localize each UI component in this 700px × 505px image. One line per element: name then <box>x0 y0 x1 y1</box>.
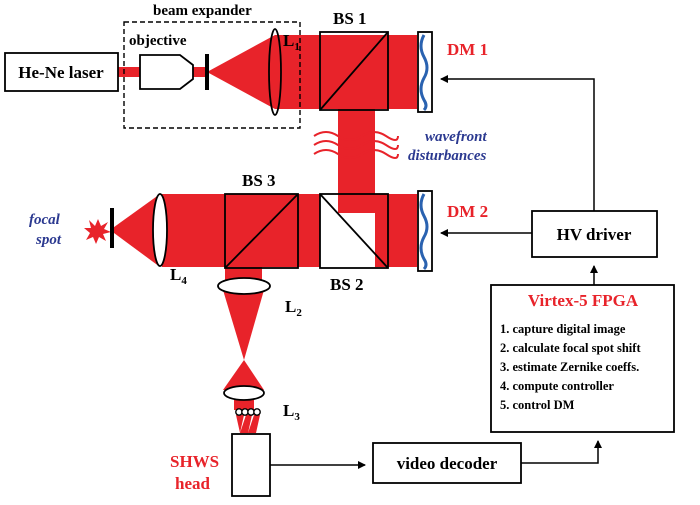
pinhole <box>205 54 209 90</box>
fpga-step-2: 2. calculate focal spot shift <box>500 341 641 355</box>
beam-splitter-2 <box>319 193 389 269</box>
beam-bs3-down <box>225 267 262 280</box>
beam-expander-label: beam expander <box>153 3 252 19</box>
dm2-label: DM 2 <box>447 202 488 221</box>
lenslet-spots <box>236 415 260 433</box>
beam-splitter-1 <box>319 31 389 111</box>
fpga-step-5: 5. control DM <box>500 398 575 412</box>
he-ne-laser-label: He-Ne laser <box>18 63 104 82</box>
beam-vertical-bs1-bs2 <box>338 109 375 213</box>
beam-focal-spot-burst <box>84 219 111 244</box>
beam-bs3-to-bs2 <box>162 194 320 267</box>
signal-connections <box>270 75 602 469</box>
lens-l2 <box>217 277 271 295</box>
beam-splitter-2-diagonal <box>319 193 389 269</box>
video-decoder-box <box>372 442 522 484</box>
shws-label-1: SHWS <box>170 452 219 471</box>
shws-label-2: head <box>175 474 211 493</box>
lenslet-array <box>235 408 261 416</box>
beam-objective-to-pinhole <box>193 67 206 77</box>
wavefront-disturbances-label-2: disturbances <box>408 148 487 164</box>
lens-l4 <box>152 193 168 267</box>
objective-label: objective <box>129 33 187 49</box>
arrow-decoder-to-fpga <box>521 440 602 464</box>
focal-plane-stop <box>110 208 114 248</box>
beam-splitter-2-label: BS 2 <box>330 275 364 294</box>
fpga-step-4: 4. compute controller <box>500 379 614 393</box>
lens-l1-label: L1 <box>283 31 300 53</box>
objective-body <box>139 54 194 90</box>
video-decoder-label: video decoder <box>397 454 498 473</box>
fpga-step-1: 1. capture digital image <box>500 322 626 336</box>
disturbance-waves <box>313 131 399 159</box>
beam-splitter-1-label: BS 1 <box>333 9 367 28</box>
lens-l4-label: L4 <box>170 265 187 287</box>
dm1-label: DM 1 <box>447 40 488 59</box>
beam-laser-to-objective <box>118 67 140 77</box>
beam-l3-diverging <box>223 360 264 390</box>
beam-splitter-3-label: BS 3 <box>242 171 276 190</box>
beam-l2-converging <box>223 290 264 360</box>
lens-l1 <box>268 28 282 116</box>
beam-expanding-cone <box>207 35 275 109</box>
beam-l3-to-lenslets <box>234 398 254 410</box>
lens-l3 <box>223 385 265 401</box>
he-ne-laser-box <box>4 52 119 92</box>
beam-splitter-3-diagonal <box>224 193 299 269</box>
fpga-box <box>490 284 675 433</box>
beam-l1-to-dm1 <box>275 35 417 109</box>
wavefront-disturbances-label-1: wavefront <box>425 129 487 145</box>
beam-splitter-1-diagonal <box>319 31 389 111</box>
fpga-step-3: 3. estimate Zernike coeffs. <box>500 360 639 374</box>
beam-focal-cone <box>110 194 160 267</box>
lens-l3-label: L3 <box>283 401 300 423</box>
hv-driver-label: HV driver <box>557 225 632 244</box>
focal-spot-label-2: spot <box>35 232 62 248</box>
beam-splitter-3 <box>224 193 299 269</box>
laser-beams <box>84 35 417 433</box>
focal-spot-label-1: focal <box>29 212 61 228</box>
lens-l2-label: L2 <box>285 297 302 319</box>
deformable-mirror-1-surface <box>419 34 429 112</box>
beam-bs2-to-dm2 <box>375 194 417 267</box>
shws-camera-box <box>231 433 271 497</box>
beam-expander-box <box>123 21 301 129</box>
fpga-title: Virtex-5 FPGA <box>528 291 639 310</box>
hv-driver-box <box>531 210 658 258</box>
arrow-hv-driver-to-dm1 <box>440 75 595 211</box>
deformable-mirror-2-surface <box>419 193 429 271</box>
